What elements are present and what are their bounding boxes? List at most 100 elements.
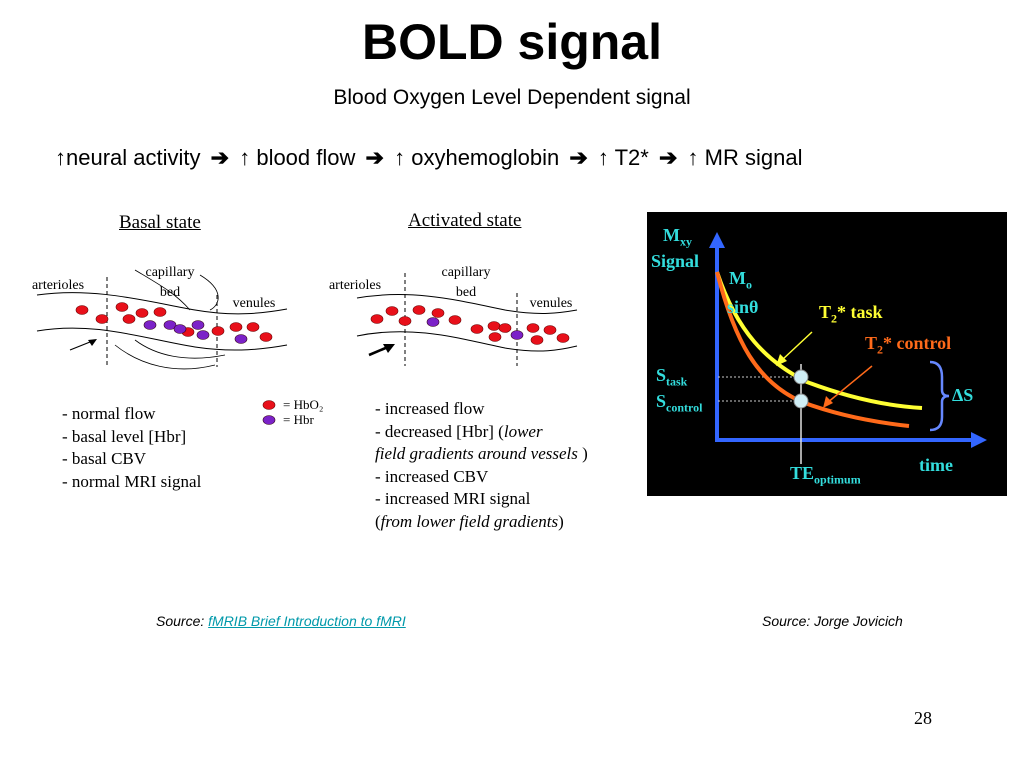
s-task-label-s: S — [656, 365, 667, 385]
t2-control-label: T2* control — [865, 334, 951, 360]
basal-bullet-list: - normal flow - basal level [Hbr] - basa… — [62, 403, 201, 493]
source-fmrib-link[interactable]: fMRIB Brief Introduction to fMRI — [208, 613, 406, 629]
slide-title: BOLD signal — [361, 14, 663, 70]
y-axis-signal-label: Signal — [651, 251, 700, 271]
right-arrow-icon: ➔ — [365, 145, 384, 170]
s-task-label-sub: task — [666, 374, 688, 389]
basal-capillary-lead — [199, 274, 219, 311]
chain-item-mr-signal: MR signal — [704, 145, 803, 170]
activated-capillary-label: capillary — [441, 265, 491, 280]
chain-item-neural-activity: neural activity — [66, 145, 201, 170]
causal-chain: ↑neural activity ➔ ↑ blood flow ➔ ↑ oxyh… — [55, 142, 802, 174]
basal-bullet-cbv: CBV — [111, 449, 147, 468]
basal-purple-cells — [143, 320, 248, 344]
basal-state-heading: Basal state — [119, 212, 201, 233]
hbo2-cell — [530, 335, 544, 345]
basal-bullet: - normal flow — [62, 404, 156, 423]
hbo2-cell — [122, 314, 136, 324]
hbo2-cell — [135, 308, 149, 318]
y-axis-label-sub: xy — [680, 234, 692, 249]
right-arrow-icon: ➔ — [210, 145, 230, 170]
activated-bullet-italic: lower — [503, 421, 543, 441]
graph-drawing — [709, 232, 987, 464]
delta-s-brace — [929, 360, 950, 432]
t2-task-label-t: T — [819, 302, 832, 322]
hbo2-cell — [370, 314, 384, 324]
activated-bullet: - increased CBV — [375, 466, 489, 486]
hbo2-cell — [470, 324, 484, 334]
hbo2-cell — [211, 326, 225, 336]
hbr-cell — [173, 324, 187, 334]
y-axis-label: Mxy — [663, 226, 692, 252]
control-label-leader — [826, 365, 873, 404]
up-arrow-icon: ↑ — [239, 145, 251, 170]
delta-s-label: ΔS — [952, 385, 974, 405]
t2-task-label-sub: 2 — [831, 311, 838, 326]
activated-bullet-text: ) — [558, 511, 564, 531]
s-control-marker — [793, 393, 809, 409]
right-arrow-icon: ➔ — [658, 145, 678, 170]
cell-legend-swatches — [262, 400, 276, 425]
chain-item-oxyhemoglobin: oxyhemoglobin — [411, 145, 560, 170]
activated-state-heading: Activated state — [408, 210, 522, 231]
task-label-leader-head — [776, 354, 787, 366]
sin-theta-label: sinθ — [727, 297, 759, 317]
t2-task-label-rest: * task — [837, 302, 883, 322]
basal-capillary-label: capillary — [145, 265, 195, 280]
hbo2-cell — [431, 308, 445, 318]
hbo2-cell — [115, 302, 129, 312]
basal-vessel-wall-lower — [36, 327, 288, 351]
activated-arterioles-label: arterioles — [328, 278, 382, 293]
basal-bullet-prefix: - basal — [62, 449, 107, 468]
hbo2-cell — [412, 305, 426, 315]
up-arrow-icon: ↑ — [687, 145, 699, 170]
hbo2-cell — [526, 323, 540, 333]
basal-red-cells — [75, 302, 273, 342]
hbr-cell — [196, 330, 210, 340]
t2-control-label-t: T — [865, 333, 878, 353]
up-arrow-icon: ↑ — [55, 145, 66, 170]
basal-venules-label: venules — [232, 296, 276, 311]
t2-control-label-rest: * control — [883, 333, 952, 353]
x-axis-arrowhead — [971, 432, 987, 448]
activated-vessel-wall-lower — [356, 331, 578, 352]
y-axis-label-m: M — [663, 225, 680, 245]
te-optimum-label-sub: optimum — [814, 472, 861, 487]
basal-bullet: - normal MRI signal — [62, 471, 202, 491]
hbr-cell — [143, 320, 157, 330]
hbo2-cell — [488, 332, 502, 342]
activated-vessel-diagram — [356, 273, 578, 366]
chain-item-blood-flow: blood flow — [256, 145, 356, 170]
activated-flow-arrow — [368, 345, 389, 357]
up-arrow-icon: ↑ — [394, 145, 406, 170]
basal-bullet: - basal CBV — [62, 448, 201, 471]
mo-label-m: M — [729, 268, 746, 288]
source-left-prefix: Source: — [156, 613, 209, 629]
legend-hbr-label: = Hbr — [283, 412, 314, 427]
control-label-leader-head — [823, 396, 833, 408]
hbr-cell — [163, 320, 177, 330]
page-number: 28 — [914, 708, 932, 728]
hbo2-swatch — [262, 400, 276, 410]
basal-bullet: - basal level [Hbr] — [62, 426, 187, 446]
basal-flow-curve — [114, 344, 216, 370]
te-optimum-label-te: TE — [790, 463, 815, 483]
activated-red-cells — [370, 305, 570, 345]
y-axis-arrowhead — [709, 232, 725, 248]
s-task-label: Stask — [656, 366, 687, 392]
activated-bullet-italic: from lower field gradients — [380, 511, 559, 531]
hbo2-cell — [153, 307, 167, 317]
activated-vessel-wall-upper — [356, 294, 578, 314]
basal-capillary-lead — [134, 269, 191, 311]
s-control-label: Scontrol — [656, 392, 702, 418]
s-control-label-sub: control — [666, 400, 703, 415]
hbr-cell — [234, 334, 248, 344]
right-arrow-icon: ➔ — [569, 145, 588, 170]
activated-bullet-list: - increased flow - decreased [Hbr] (lowe… — [375, 398, 588, 533]
activated-bullet: - increased flow — [375, 399, 485, 418]
s-task-marker — [793, 369, 809, 385]
hbo2-cell — [498, 323, 512, 333]
activated-bullet-text: - decreased [Hbr] ( — [375, 421, 504, 441]
hbr-swatch — [262, 415, 276, 425]
hbo2-cell — [246, 322, 260, 332]
